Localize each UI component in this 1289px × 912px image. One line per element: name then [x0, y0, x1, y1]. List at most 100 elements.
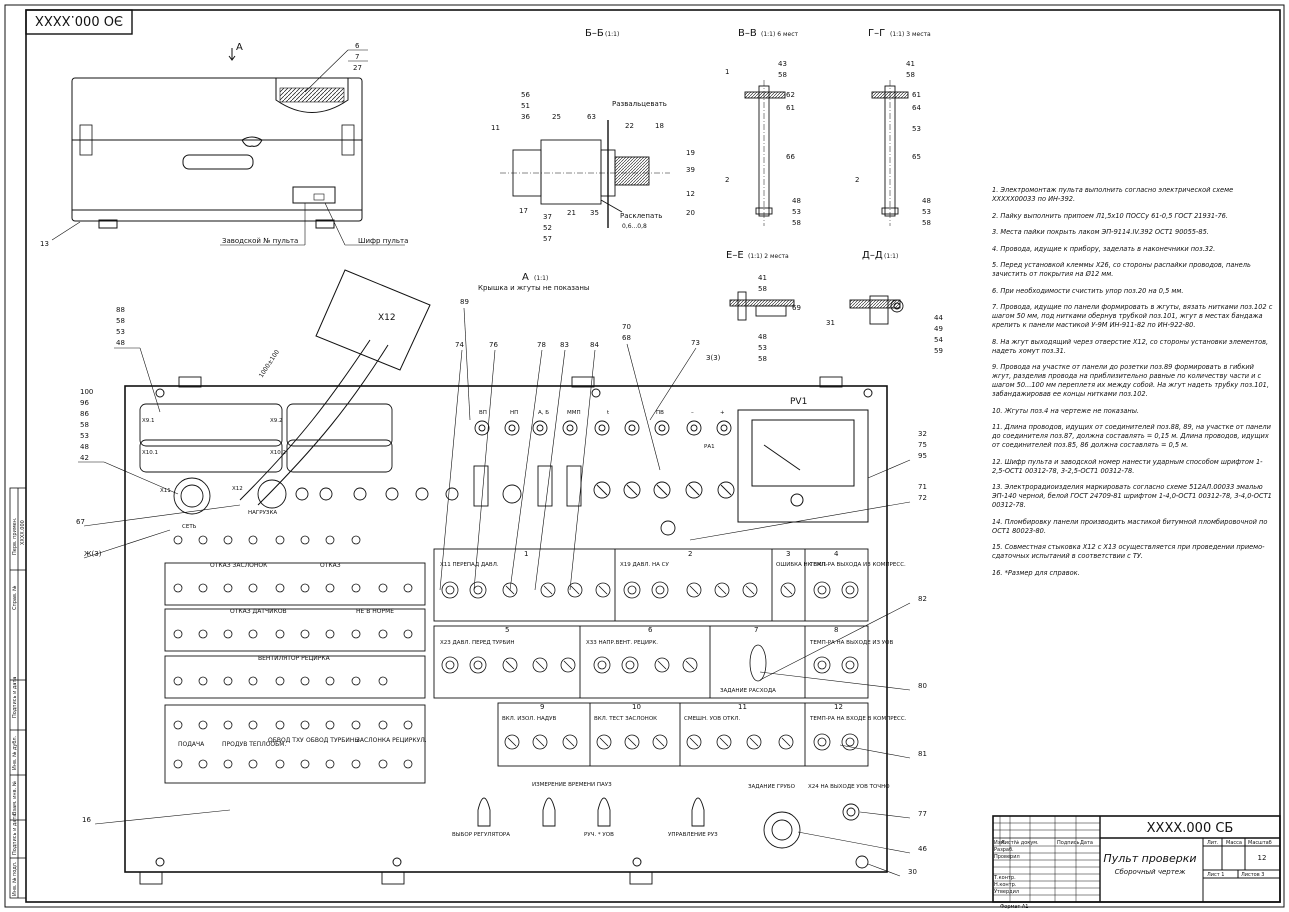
block-title: ПОДАЧА: [178, 741, 205, 748]
knob-core-icon: [445, 585, 455, 595]
row1-switches: [473, 465, 582, 507]
block-title: ОТКАЗ ДАТЧИКОВ: [230, 608, 287, 615]
socket-icon: [594, 420, 610, 436]
indicator-lamp-icon: [248, 629, 258, 639]
socket-label: НП: [510, 410, 518, 416]
group-caption: X33 НАПР.ВЕНТ. РЕЦИРК.: [586, 640, 658, 646]
bottom-caption: ВЫБОР РЕГУЛЯТОРА: [452, 832, 510, 838]
left-connector-labels: X9.1 X9.2 X10.1 X10.2 X11 X12 НАГРУЗКА С…: [142, 418, 286, 530]
top-view-case: [71, 77, 363, 229]
callout: 63: [587, 113, 596, 121]
dim-range: 0,6...0,8: [622, 223, 647, 230]
indicator-lamp-icon: [173, 629, 183, 639]
block-title: ВЕНТИЛЯТОР РЕЦИРКА: [258, 655, 331, 662]
top-view-callouts: 6 7 27 13: [40, 42, 362, 248]
callout: 44: [934, 314, 943, 322]
callout: 81: [918, 750, 927, 758]
group-number: 4: [834, 550, 839, 558]
toggle-lever-icon: [507, 737, 517, 747]
set-label: СЕТЬ: [182, 524, 197, 530]
note-item: 11. Длина проводов, идущих от соединител…: [992, 423, 1271, 449]
indicator-lamp-icon: [378, 720, 388, 730]
indicator-lamp-icon: [173, 720, 183, 730]
note-item: 1. Электромонтаж пульта выполнить соглас…: [992, 186, 1234, 203]
callout: 54: [934, 336, 943, 344]
indicator-lamp-icon: [223, 676, 233, 686]
callout: 75: [918, 441, 927, 449]
rotary-switch-icon: [653, 481, 671, 499]
callout: 71: [918, 483, 927, 491]
block-title: ЗАСЛОНКА РЕЦИРКУЛ.: [356, 737, 427, 744]
note-item: 4. Провода, идущие к прибору, заделать в…: [992, 244, 1216, 253]
callout: 35: [590, 209, 599, 217]
socket-icon: [319, 487, 333, 501]
callout: 39: [686, 166, 695, 174]
section-ee: [729, 291, 795, 321]
knob-icon: [813, 656, 831, 674]
pv1-meter: [737, 409, 869, 523]
socket-icon: [562, 420, 578, 436]
toggle-lever-icon: [781, 737, 791, 747]
note-item: 15. Совместная стыковка X12 с X13 осущес…: [992, 543, 1265, 560]
socket-icon: [445, 487, 459, 501]
callout: 48: [792, 197, 801, 205]
group-number: 10: [632, 703, 641, 711]
indicator-lamp-icon: [223, 583, 233, 593]
bottom-switches: [477, 797, 869, 869]
tb-row: Н.контр.: [994, 882, 1017, 888]
callout: 19: [686, 149, 695, 157]
indicator-lamp-icon: [351, 676, 361, 686]
tb-header: Изм.: [994, 840, 1006, 846]
view-a-arrow-label: А: [236, 42, 243, 53]
socket-icon: [686, 420, 702, 436]
strip-label: Взам. инв. №: [12, 780, 18, 815]
top-code-box: [25, 9, 133, 35]
bottom-caption: УПРАВЛЕНИЕ РУЗ: [668, 832, 718, 838]
callout: 16: [82, 816, 91, 824]
section-dd-callouts: 31 44 49 54 59: [826, 314, 943, 355]
view-a-scale: (1:1): [534, 275, 548, 282]
top-code: ЭО 000.XXXX: [35, 12, 123, 27]
toggle-switch-icon: [562, 734, 578, 750]
indicator-lamp-icon: [223, 720, 233, 730]
title-block-labels: Изм. Лист № докум. Подпись Дата Разраб. …: [993, 840, 1272, 910]
knob-core-icon: [627, 585, 637, 595]
knob-core-icon: [625, 660, 635, 670]
note-item: 9. Провода на участке от панели до розет…: [992, 363, 1269, 398]
socket-icon: [654, 420, 670, 436]
strip-label: XXXX.000: [20, 520, 26, 545]
knob-icon: [841, 581, 859, 599]
note-item: 12. Шифр пульта и заводской номер нанест…: [992, 457, 1263, 475]
group-number: 1: [524, 550, 528, 558]
group-number: 8: [834, 626, 838, 634]
panel-left-callouts: 88 58 53 48 100 96 86 58 53 48 42 67 16 …: [76, 306, 125, 824]
toggle-switch-icon: [502, 657, 518, 673]
socket-label: ММП: [567, 410, 581, 416]
shifr-label: Шифр пульта: [358, 237, 408, 245]
indicator-lamp-icon: [248, 676, 258, 686]
group-caption: ОШИБКА НК ВКЛ.: [776, 562, 827, 568]
section-gg-title: Г–Г: [868, 28, 885, 39]
rotary-switch-icon: [623, 481, 641, 499]
toggle-switch-icon: [686, 582, 702, 598]
group-caption: X11 ПЕРЕПАД ДАВЛ.: [440, 562, 499, 568]
socket-label: ВП: [479, 410, 487, 416]
note-item: 13. Электрорадиоизделия маркировать согл…: [992, 483, 1272, 509]
section-dd: [849, 295, 904, 325]
callout: 69: [792, 304, 801, 312]
zh-label: Ж(3): [84, 550, 102, 558]
socket-label: А, Б: [538, 410, 549, 416]
callout: 13: [40, 240, 49, 248]
socket-icon: [415, 487, 429, 501]
length-note: 1000±100: [258, 348, 281, 379]
rotary-pointer-icon: [656, 484, 668, 496]
callout: 42: [80, 454, 89, 462]
indicator-lamp-icon: [198, 583, 208, 593]
callout: 36: [521, 113, 530, 121]
indicator-lamp-icon: [351, 629, 361, 639]
strip-label: Подпись и дата: [12, 814, 18, 855]
group-caption: ТЕМП-РА НА ВЫХОДЕ ИЗ УОВ: [809, 640, 893, 646]
strip-label: Инв. № дубл.: [12, 735, 18, 770]
knob-core-icon: [845, 585, 855, 595]
top-sockets-row: [295, 420, 732, 501]
